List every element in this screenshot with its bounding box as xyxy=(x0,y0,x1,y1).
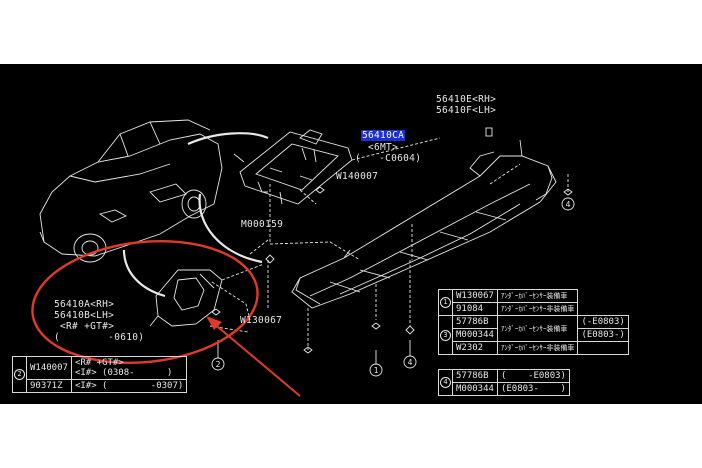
label-highlight-cond2: ( -C0604) xyxy=(355,153,422,164)
table-range-cell xyxy=(577,341,629,355)
table-note-cell: ｱﾝﾀﾞｰｶﾊﾞｰｾﾝｻｰ非装備車 xyxy=(496,341,579,355)
table-index-cell: 1 xyxy=(438,289,453,316)
table-range-cell: (-E0803) xyxy=(577,315,629,329)
table-row: 4 57786B ( -E0803) xyxy=(438,369,570,396)
table-index-cell: 4 xyxy=(438,369,453,396)
table-row: M000344 (E0803- ) xyxy=(439,382,570,396)
table-row: 1 W130067 ｱﾝﾀﾞｰｶﾊﾞｰｾﾝｻｰ装備車 xyxy=(438,289,629,316)
table-row: W2302 ｱﾝﾀﾞｰｶﾊﾞｰｾﾝｻｰ非装備車 xyxy=(439,341,629,355)
table-part-cell: 57786B xyxy=(452,369,498,383)
table-part-cell: M000344 xyxy=(452,382,498,396)
table-note-cell: ｱﾝﾀﾞｰｶﾊﾞｰｾﾝｻｰ装備車 xyxy=(496,289,579,303)
label-side-cond1: <R# +GT#> xyxy=(60,321,115,332)
callout-text-4-bottom: 4 xyxy=(408,358,413,367)
table-row: 3 57786B ｱﾝﾀﾞｰｶﾊﾞｰｾﾝｻｰ装備車 (-E0803) xyxy=(438,315,629,355)
table-part-cell: 91084 xyxy=(452,302,498,316)
under-cover xyxy=(291,127,557,309)
label-clip-top: W140007 xyxy=(336,171,379,182)
callout-text-1: 1 xyxy=(374,366,379,375)
table-range-cell: (E0803- ) xyxy=(496,382,570,396)
diagram-frame: 4 1 4 2 56410E<RH> 56410F<LH> 56410CA <6… xyxy=(0,64,702,404)
table-part-cell: 90371Z xyxy=(26,379,72,393)
table-part-cell: W140007 xyxy=(26,356,72,380)
parts-diagram: 4 1 4 2 xyxy=(31,119,575,397)
table-callout-4: 4 57786B ( -E0803) M000344 (E0803- ) xyxy=(438,369,570,396)
table-range-cell: (E0803-) xyxy=(577,328,629,342)
label-highlight-cond1: <6MT> xyxy=(368,142,399,153)
label-highlighted-part[interactable]: 56410CA xyxy=(361,130,406,141)
label-side-rh: 56410A<RH> xyxy=(54,299,115,310)
table-cond-cell: <R# +GT#> <I#> (0308- ) xyxy=(70,356,188,380)
table-part-cell: M000344 xyxy=(452,328,498,342)
label-clip-bottom: W130067 xyxy=(240,315,283,326)
side-cover xyxy=(149,269,223,327)
highlighted-part-number[interactable]: 56410CA xyxy=(361,130,406,141)
table-index-2: 2 xyxy=(14,369,25,380)
table-callout-1-3: 1 W130067 ｱﾝﾀﾞｰｶﾊﾞｰｾﾝｻｰ装備車 91084 ｱﾝﾀﾞｰｶﾊ… xyxy=(438,289,629,355)
fasteners xyxy=(211,186,573,354)
table-cond-cell: <I#> ( -0307) xyxy=(70,379,188,393)
table-index-4: 4 xyxy=(440,377,451,388)
table-note-cell: ｱﾝﾀﾞｰｶﾊﾞｰｾﾝｻｰ装備車 xyxy=(496,315,579,342)
table-part-cell: W130067 xyxy=(452,289,498,303)
table-part-cell: W2302 xyxy=(452,341,498,355)
table-row: 91084 ｱﾝﾀﾞｰｶﾊﾞｰｾﾝｻｰ非装備車 xyxy=(439,302,629,316)
label-cover-lh: 56410F<LH> xyxy=(436,105,497,116)
table-callout-2: 2 W140007 <R# +GT#> <I#> (0308- ) 90371Z… xyxy=(12,356,188,393)
label-side-cond2: ( -0610) xyxy=(54,332,145,343)
label-cover-rh: 56410E<RH> xyxy=(436,94,497,105)
table-index-cell: 2 xyxy=(12,356,27,393)
table-note-cell: ｱﾝﾀﾞｰｶﾊﾞｰｾﾝｻｰ非装備車 xyxy=(496,302,579,316)
table-range-cell: ( -E0803) xyxy=(496,369,570,383)
table-index-cell: 3 xyxy=(438,315,453,355)
leader-lines xyxy=(209,137,569,350)
callout-circle-4-top xyxy=(561,197,575,211)
red-arrow-head xyxy=(206,316,222,330)
callout-text-2: 2 xyxy=(216,360,221,369)
table-row: 90371Z <I#> ( -0307) xyxy=(13,379,188,393)
cover-bracket xyxy=(233,129,353,205)
table-index-1: 1 xyxy=(440,297,451,308)
label-side-lh: 56410B<LH> xyxy=(54,310,115,321)
table-index-3: 3 xyxy=(440,329,451,341)
table-row: 2 W140007 <R# +GT#> <I#> (0308- ) xyxy=(12,356,188,393)
label-clip-left: M000159 xyxy=(241,219,284,230)
callout-text-4-top: 4 xyxy=(566,200,571,209)
table-part-cell: 57786B xyxy=(452,315,498,329)
red-arrow-shaft xyxy=(211,321,301,397)
